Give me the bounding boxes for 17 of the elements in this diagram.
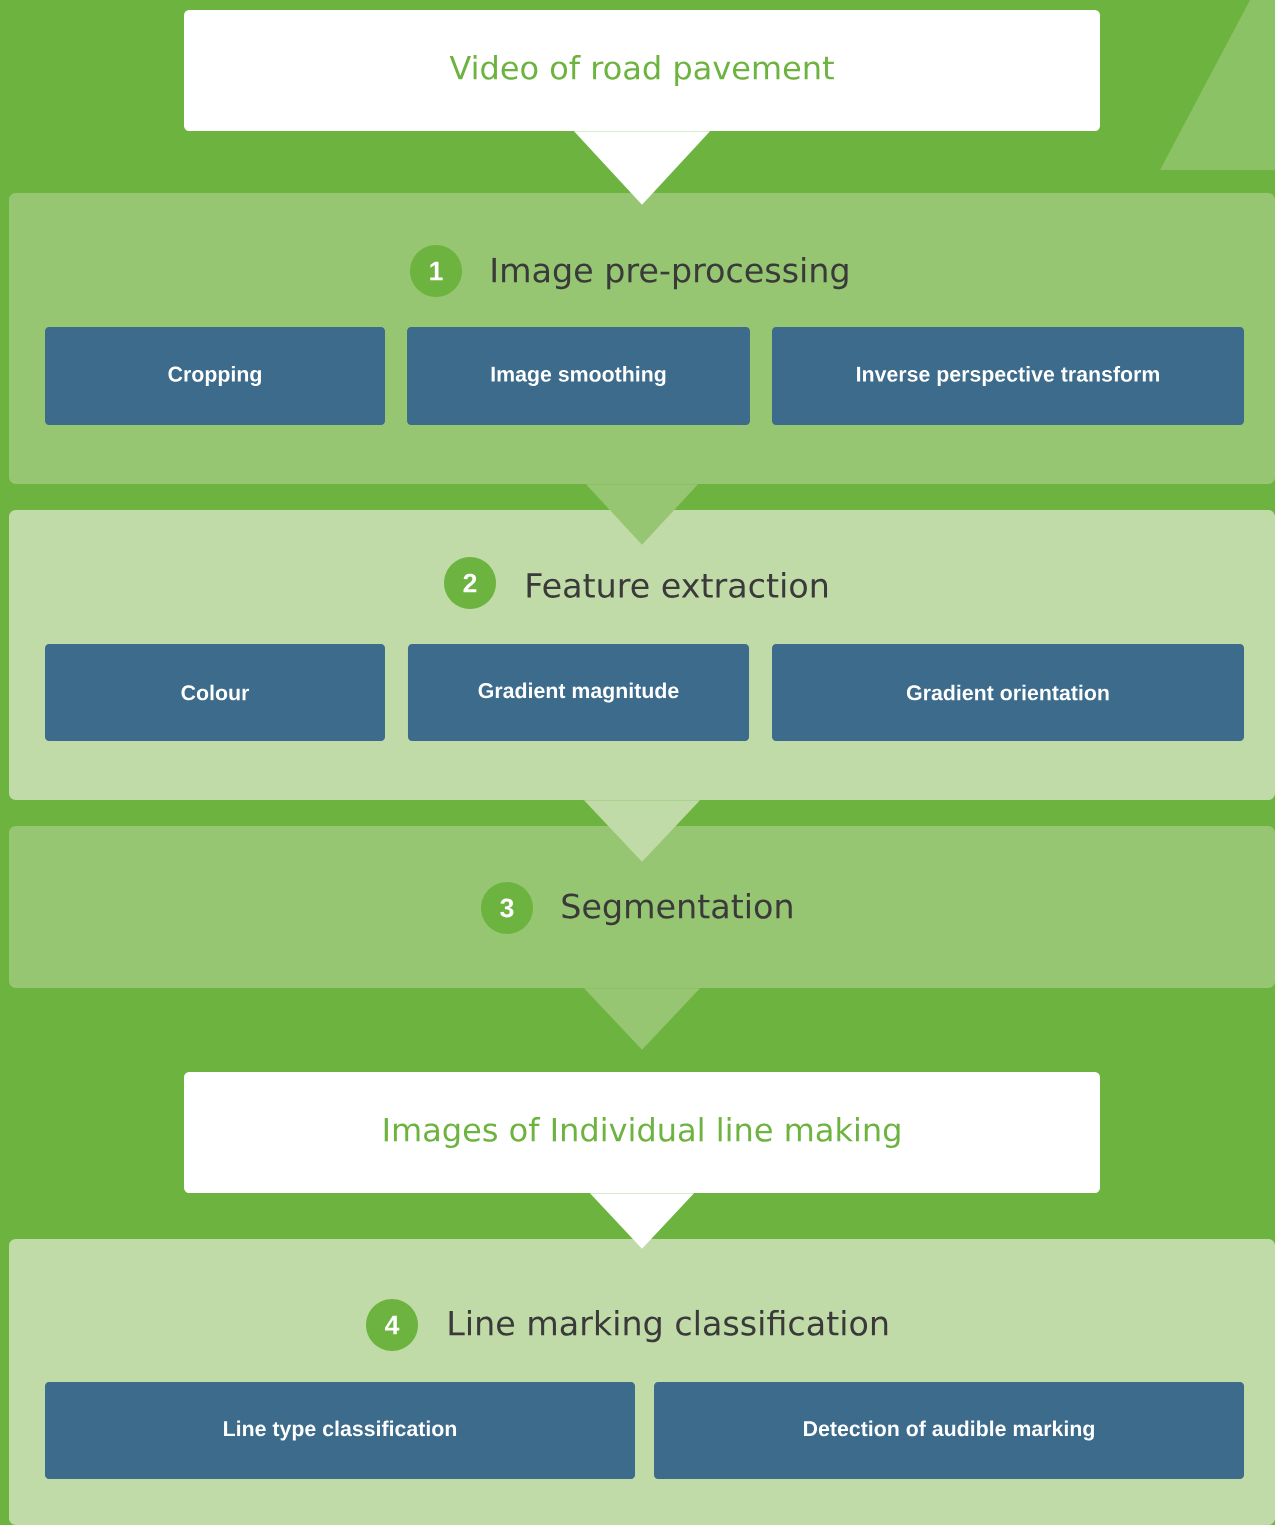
step-number: 4 [366,1299,418,1351]
step-box: Image smoothing [407,327,750,425]
step-box: Cropping [45,327,385,425]
pointer-arrow [584,800,700,862]
pointer-arrow [586,484,698,545]
step-box: Detection of audible marking [654,1382,1244,1480]
pointer-arrow [590,1193,694,1249]
step-number: 3 [481,882,533,934]
step-box: Inverse perspective transform [772,327,1244,425]
pointer-arrow [584,988,700,1050]
pointer-arrow [574,131,710,205]
step-number: 1 [410,245,462,297]
step-box: Colour [45,644,385,742]
step-box: Gradient orientation [772,644,1244,742]
step-box: Gradient magnitude [407,644,750,742]
step-number: 2 [444,557,496,609]
step-box: Line type classification [45,1382,635,1480]
